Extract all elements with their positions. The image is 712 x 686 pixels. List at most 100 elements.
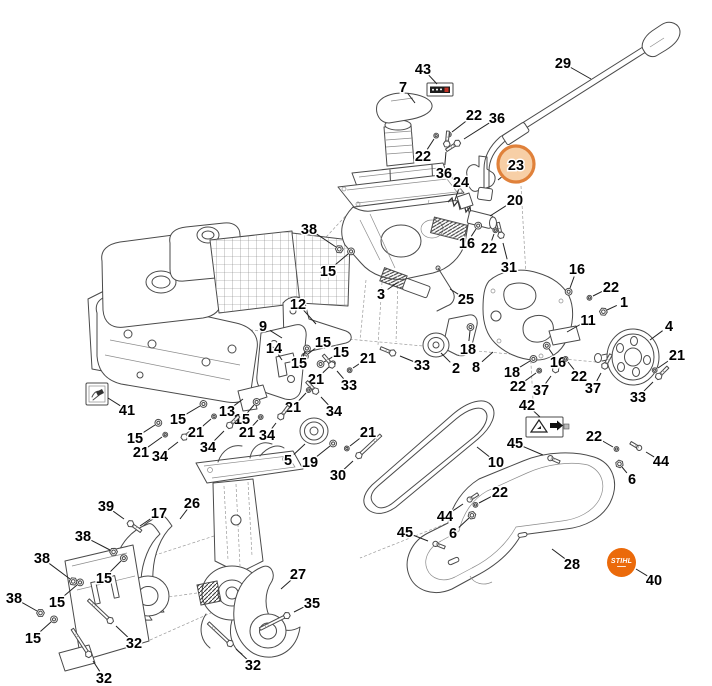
part-label-21[interactable]: 21 xyxy=(283,399,302,418)
part-label-25[interactable]: 25 xyxy=(456,291,475,310)
part-label-18[interactable]: 18 xyxy=(502,364,521,383)
part-label-23[interactable]: 23 xyxy=(506,157,525,176)
belt-cover-drawing xyxy=(406,452,615,593)
part-label-8[interactable]: 8 xyxy=(470,359,481,378)
part-label-9[interactable]: 9 xyxy=(257,318,268,337)
part-label-32[interactable]: 32 xyxy=(124,635,143,654)
part-label-38[interactable]: 38 xyxy=(299,221,318,240)
part-label-40[interactable]: 40 xyxy=(644,572,663,591)
part-label-30[interactable]: 30 xyxy=(328,467,347,486)
part-label-3[interactable]: 3 xyxy=(375,286,386,305)
leader-line xyxy=(470,228,477,237)
part-label-21[interactable]: 21 xyxy=(186,424,205,443)
part-label-36[interactable]: 36 xyxy=(434,165,453,184)
washer-sm-icon xyxy=(562,355,569,362)
leader-line xyxy=(201,418,212,428)
part-label-15[interactable]: 15 xyxy=(289,355,308,374)
pulley-drawing xyxy=(299,417,329,445)
part-label-12[interactable]: 12 xyxy=(288,296,307,315)
part-label-14[interactable]: 14 xyxy=(264,340,283,359)
part-label-34[interactable]: 34 xyxy=(198,439,217,458)
part-label-1[interactable]: 1 xyxy=(618,294,629,313)
part-label-32[interactable]: 32 xyxy=(94,670,113,686)
part-label-42[interactable]: 42 xyxy=(517,397,536,416)
part-label-22[interactable]: 22 xyxy=(601,279,620,298)
part-label-35[interactable]: 35 xyxy=(302,595,321,614)
part-label-22[interactable]: 22 xyxy=(490,484,509,503)
part-label-34[interactable]: 34 xyxy=(324,403,343,422)
part-label-29[interactable]: 29 xyxy=(553,55,572,74)
part-label-18[interactable]: 18 xyxy=(458,341,477,360)
part-label-11[interactable]: 11 xyxy=(579,312,597,331)
leader-line xyxy=(246,404,255,414)
washer-icon xyxy=(347,247,355,256)
part-label-15[interactable]: 15 xyxy=(331,344,350,363)
part-label-4[interactable]: 4 xyxy=(663,318,674,337)
part-label-22[interactable]: 22 xyxy=(508,378,527,397)
part-label-32[interactable]: 32 xyxy=(243,657,262,676)
part-label-34[interactable]: 34 xyxy=(257,427,276,446)
part-label-45[interactable]: 45 xyxy=(505,435,524,454)
part-label-27[interactable]: 27 xyxy=(288,566,307,585)
leader-line xyxy=(252,419,259,427)
part-label-16[interactable]: 16 xyxy=(567,261,586,280)
part-label-13[interactable]: 13 xyxy=(217,403,236,422)
part-label-44[interactable]: 44 xyxy=(435,508,454,527)
part-label-22[interactable]: 22 xyxy=(584,428,603,447)
part-label-33[interactable]: 33 xyxy=(628,389,647,408)
part-label-34[interactable]: 34 xyxy=(150,448,169,467)
part-label-19[interactable]: 19 xyxy=(300,454,319,473)
part-label-33[interactable]: 33 xyxy=(412,357,431,376)
part-label-22[interactable]: 22 xyxy=(464,107,483,126)
leader-line xyxy=(62,584,78,598)
leader-line xyxy=(280,578,293,590)
leader-line xyxy=(92,660,101,672)
part-label-39[interactable]: 39 xyxy=(96,498,115,517)
part-label-38[interactable]: 38 xyxy=(73,528,92,547)
part-label-44[interactable]: 44 xyxy=(651,453,670,472)
part-label-37[interactable]: 37 xyxy=(531,382,550,401)
part-label-22[interactable]: 22 xyxy=(569,368,588,387)
part-label-6[interactable]: 6 xyxy=(626,471,637,490)
leader-line xyxy=(412,534,429,542)
part-label-21[interactable]: 21 xyxy=(358,424,377,443)
part-label-15[interactable]: 15 xyxy=(47,594,66,613)
part-label-21[interactable]: 21 xyxy=(667,347,686,366)
part-label-15[interactable]: 15 xyxy=(23,630,42,649)
leader-line xyxy=(107,397,121,407)
part-label-5[interactable]: 5 xyxy=(282,452,293,471)
part-label-22[interactable]: 22 xyxy=(413,148,432,167)
part-label-2[interactable]: 2 xyxy=(450,360,461,379)
part-label-6[interactable]: 6 xyxy=(447,525,458,544)
part-label-16[interactable]: 16 xyxy=(457,235,476,254)
part-label-15[interactable]: 15 xyxy=(94,570,113,589)
part-label-36[interactable]: 36 xyxy=(487,110,506,129)
part-label-33[interactable]: 33 xyxy=(339,377,358,396)
part-label-10[interactable]: 10 xyxy=(486,454,505,473)
part-label-15[interactable]: 15 xyxy=(168,411,187,430)
part-label-37[interactable]: 37 xyxy=(583,380,602,399)
part-label-15[interactable]: 15 xyxy=(125,430,144,449)
leader-line xyxy=(139,517,153,527)
part-label-15[interactable]: 15 xyxy=(313,334,332,353)
part-label-43[interactable]: 43 xyxy=(413,61,432,80)
part-label-20[interactable]: 20 xyxy=(505,192,524,211)
part-label-7[interactable]: 7 xyxy=(397,79,408,98)
part-label-41[interactable]: 41 xyxy=(117,402,136,421)
part-label-15[interactable]: 15 xyxy=(318,263,337,282)
engine-drawing xyxy=(87,222,351,403)
part-label-21[interactable]: 21 xyxy=(358,350,377,369)
part-label-21[interactable]: 21 xyxy=(131,444,150,463)
part-label-38[interactable]: 38 xyxy=(4,590,23,609)
belt-drawing xyxy=(363,400,495,514)
part-label-17[interactable]: 17 xyxy=(149,505,168,524)
part-label-22[interactable]: 22 xyxy=(479,240,498,259)
part-label-45[interactable]: 45 xyxy=(395,524,414,543)
part-label-21[interactable]: 21 xyxy=(237,424,256,443)
part-label-38[interactable]: 38 xyxy=(32,550,51,569)
part-label-26[interactable]: 26 xyxy=(182,495,201,514)
part-label-28[interactable]: 28 xyxy=(562,556,581,575)
part-label-24[interactable]: 24 xyxy=(451,174,470,193)
leader-line xyxy=(407,93,416,104)
part-label-31[interactable]: 31 xyxy=(499,259,518,278)
